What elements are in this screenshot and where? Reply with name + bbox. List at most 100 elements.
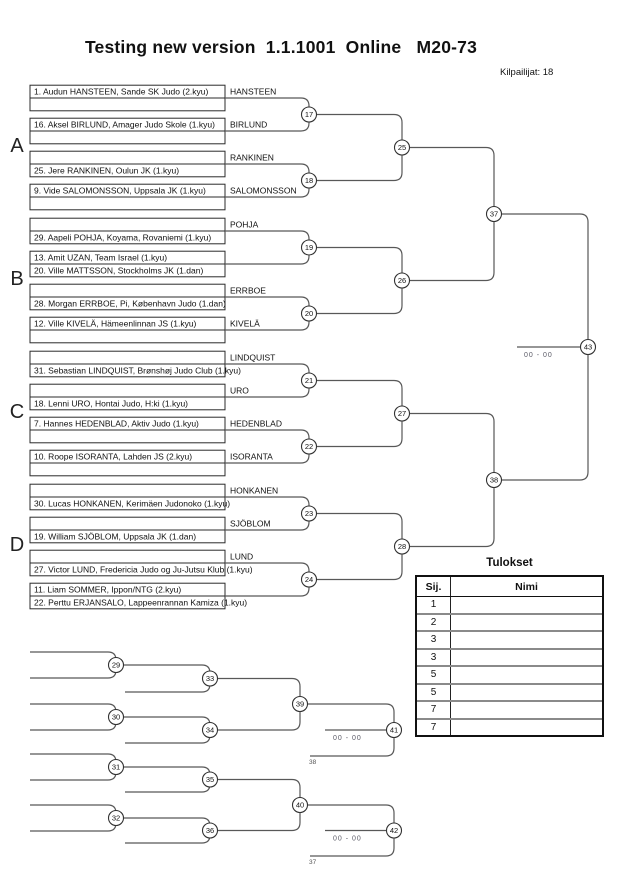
match-number: 34 (206, 726, 214, 735)
slot-boxes (29, 84, 226, 610)
match-number: 30 (112, 713, 120, 722)
score-box (29, 196, 226, 211)
match-score: 00 - 00 (333, 836, 362, 843)
result-place: 3 (417, 649, 451, 665)
match-number: 18 (305, 176, 313, 185)
match-number: 40 (296, 801, 304, 810)
match-40: 40 (291, 796, 309, 814)
match-35: 35 (201, 771, 219, 788)
winner-labels: HANSTEEN BIRLUND RANKINEN SALOMONSSON PO… (230, 87, 297, 562)
match-number: 27 (398, 409, 406, 418)
connector-match-27 (316, 379, 403, 448)
results-header: Sij. Nimi (417, 577, 602, 597)
match-number: 20 (305, 309, 313, 318)
winner-label: SJÖBLOM (230, 519, 271, 529)
results-col-name: Nimi (515, 580, 538, 593)
result-row: 5 (417, 682, 602, 701)
slot-box (29, 529, 226, 544)
match-number: 32 (112, 814, 120, 823)
score-texts: 00 - 00 00 - 00 00 - 00 38 37 (309, 352, 552, 866)
connector-match-35 (123, 766, 211, 793)
competitor-name: 30. Lucas HONKANEN, Kerimäen Judonoko (1… (34, 498, 230, 508)
result-name-cell (451, 685, 602, 701)
connector-match-38 (409, 412, 495, 548)
slot-box (29, 483, 226, 498)
result-place: 5 (417, 684, 451, 700)
match-number: 22 (305, 442, 313, 451)
winner-label: ISORANTA (230, 452, 273, 462)
match-43-final: 43 (579, 338, 597, 356)
match-42-bronze: 42 (385, 822, 403, 839)
connector-match-37 (409, 146, 495, 282)
competitor-name: 20. Ville MATTSSON, Stockholms JK (1.dan… (34, 265, 203, 275)
match-number: 41 (390, 726, 398, 735)
result-row: 2 (417, 612, 602, 631)
match-25: 25 (393, 139, 411, 156)
feeder-match-number: 37 (309, 859, 317, 866)
competitor-name: 31. Sebastian LINDQUIST, Brønshøj Judo C… (34, 365, 241, 375)
result-name-cell (451, 615, 602, 631)
match-circles: 17 18 19 20 21 22 23 24 25 26 27 28 37 3… (107, 106, 597, 839)
result-name-cell (451, 720, 602, 736)
match-number: 19 (305, 243, 313, 252)
connector-match-30 (30, 703, 117, 731)
match-34: 34 (201, 721, 219, 739)
competitor-name: 29. Aapeli POHJA, Koyama, Rovaniemi (1.k… (34, 232, 211, 242)
score-box (29, 130, 226, 145)
competitor-name: 28. Morgan ERRBOE, Pi, København Judo (1… (34, 298, 226, 308)
competitor-name: 16. Aksel BIRLUND, Amager Judo Skole (1.… (34, 120, 215, 130)
result-row: 3 (417, 630, 602, 648)
connector-match-36 (123, 817, 211, 844)
connector-match-28 (316, 512, 403, 581)
section-letter-a: A (10, 135, 24, 157)
competitor-name: 1. Audun HANSTEEN, Sande SK Judo (2.kyu) (34, 87, 209, 97)
winner-label: LINDQUIST (230, 353, 275, 363)
result-place: 3 (417, 632, 451, 648)
slot-box (29, 350, 226, 365)
connector-match-31 (30, 753, 117, 781)
connector-match-33 (123, 664, 211, 693)
match-number: 36 (206, 826, 214, 835)
match-26: 26 (393, 272, 411, 289)
competitor-name: 22. Perttu ERJANSALO, Lappeenrannan Kami… (34, 597, 247, 607)
winner-label: BIRLUND (230, 120, 267, 130)
competitor-name: 12. Ville KIVELÄ, Hämeenlinnan JS (1.kyu… (34, 319, 197, 329)
match-33: 33 (201, 670, 219, 687)
match-22: 22 (300, 438, 318, 455)
result-name-cell (451, 650, 602, 666)
result-name-cell (451, 702, 602, 718)
competitor-name: 27. Victor LUND, Fredericia Judo og Ju-J… (34, 564, 253, 574)
competitor-names: 1. Audun HANSTEEN, Sande SK Judo (2.kyu)… (34, 87, 253, 608)
result-name-cell (451, 597, 602, 613)
match-29: 29 (107, 656, 125, 674)
winner-label: HANSTEEN (230, 87, 276, 97)
slot-box (29, 263, 226, 278)
feeder-match-number: 38 (309, 759, 317, 766)
match-21: 21 (300, 372, 318, 389)
match-number: 37 (490, 210, 498, 219)
winner-label: SALOMONSSON (230, 186, 297, 196)
match-number: 35 (206, 775, 214, 784)
competitor-count: Kilpailijat: 18 (500, 67, 554, 78)
match-number: 31 (112, 763, 120, 772)
connector-match-34 (123, 716, 211, 744)
match-27: 27 (393, 405, 411, 422)
connector-match-29 (30, 651, 117, 679)
winner-label: KIVELÄ (230, 319, 260, 329)
match-number: 25 (398, 143, 406, 152)
slot-box (29, 283, 226, 298)
result-place: 7 (417, 719, 451, 735)
slot-box (29, 496, 226, 511)
match-number: 23 (305, 509, 313, 518)
slot-box (29, 150, 226, 165)
competitor-name: 18. Lenni URO, Hontai Judo, H:ki (1.kyu) (34, 398, 188, 408)
match-number: 33 (206, 674, 214, 683)
result-row: 1 (417, 597, 602, 613)
slot-box (29, 396, 226, 411)
winner-label: POHJA (230, 220, 259, 230)
match-score: 00 - 00 (333, 735, 362, 742)
slot-box (29, 516, 226, 531)
section-letter-b: B (10, 268, 24, 290)
results-table: Sij. Nimi 1 2 3 3 5 5 7 7 (415, 575, 604, 737)
match-19: 19 (300, 239, 318, 256)
